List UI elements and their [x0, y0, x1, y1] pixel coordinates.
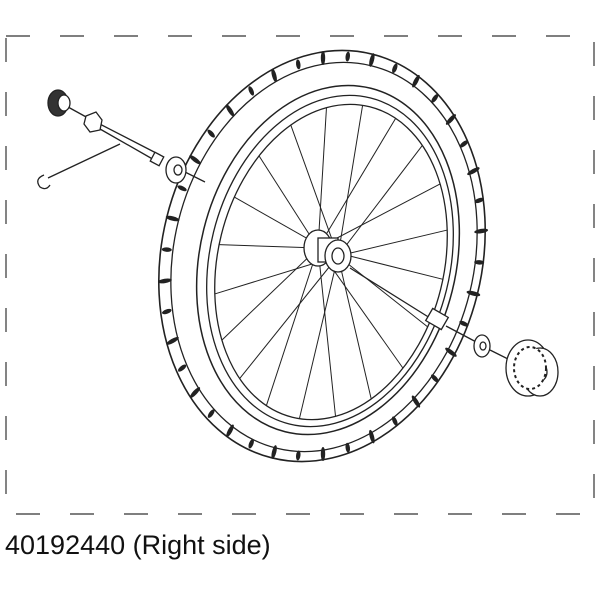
tread-mark: [474, 228, 489, 234]
tread-mark: [225, 104, 235, 117]
tread-mark: [177, 185, 187, 192]
spoke: [337, 145, 423, 257]
rim: [195, 84, 461, 436]
spoke: [239, 255, 339, 379]
tread-mark: [162, 308, 172, 315]
spoke: [317, 247, 337, 417]
tread-mark: [459, 320, 469, 327]
tread-mark: [189, 155, 201, 165]
tread-mark: [320, 446, 326, 461]
part-number-caption: 40192440 (Right side): [5, 530, 271, 560]
tread-mark: [474, 197, 484, 204]
axle-right: [349, 267, 511, 361]
tread-mark: [190, 387, 201, 398]
tread-mark: [271, 445, 277, 459]
tread-mark: [474, 260, 485, 265]
frame-border: [5, 35, 595, 515]
tread-mark: [445, 347, 457, 357]
tread-mark: [157, 278, 172, 284]
tire: [157, 49, 489, 463]
spoke: [317, 118, 397, 249]
tread-mark: [459, 140, 469, 148]
spoke: [337, 105, 364, 257]
spoke: [317, 107, 327, 249]
tire-tread: [157, 51, 489, 461]
tread-mark: [271, 68, 277, 83]
tread-mark: [165, 215, 180, 222]
tread-mark: [166, 336, 179, 345]
tread-mark: [369, 429, 375, 444]
tread-mark: [345, 442, 351, 453]
tread-mark: [445, 114, 456, 125]
hub: [303, 229, 352, 273]
axle: [37, 106, 206, 190]
spoke: [298, 255, 339, 419]
tread-mark: [369, 53, 375, 67]
tread-mark: [345, 51, 351, 62]
tread-mark: [412, 74, 420, 88]
spoke: [221, 247, 319, 341]
spoke: [337, 229, 448, 257]
bearing-left: [165, 156, 187, 184]
tread-mark: [391, 416, 398, 426]
tread-mark: [177, 364, 187, 372]
tread-mark: [248, 438, 254, 449]
tread-mark: [161, 247, 172, 252]
tread-mark: [411, 395, 421, 408]
tread-mark: [431, 94, 439, 103]
tread-mark: [320, 51, 326, 66]
tread-mark: [295, 59, 301, 70]
tread-mark: [226, 424, 234, 438]
tread-mark: [392, 63, 398, 74]
tread-mark: [467, 167, 480, 176]
tread-mark: [466, 290, 481, 297]
spoke: [265, 247, 319, 406]
spoke: [219, 244, 319, 249]
tread-mark: [207, 129, 215, 138]
spoke: [290, 124, 339, 257]
tread-mark: [431, 374, 439, 383]
end-cap-left: [47, 89, 71, 117]
end-cap-right: [505, 339, 559, 397]
spoke: [258, 155, 319, 249]
spoke: [317, 183, 441, 249]
tread-mark: [248, 86, 255, 96]
tread-mark: [207, 409, 215, 418]
spoke: [337, 255, 372, 400]
spoke: [337, 255, 428, 328]
tread-mark: [295, 450, 301, 461]
